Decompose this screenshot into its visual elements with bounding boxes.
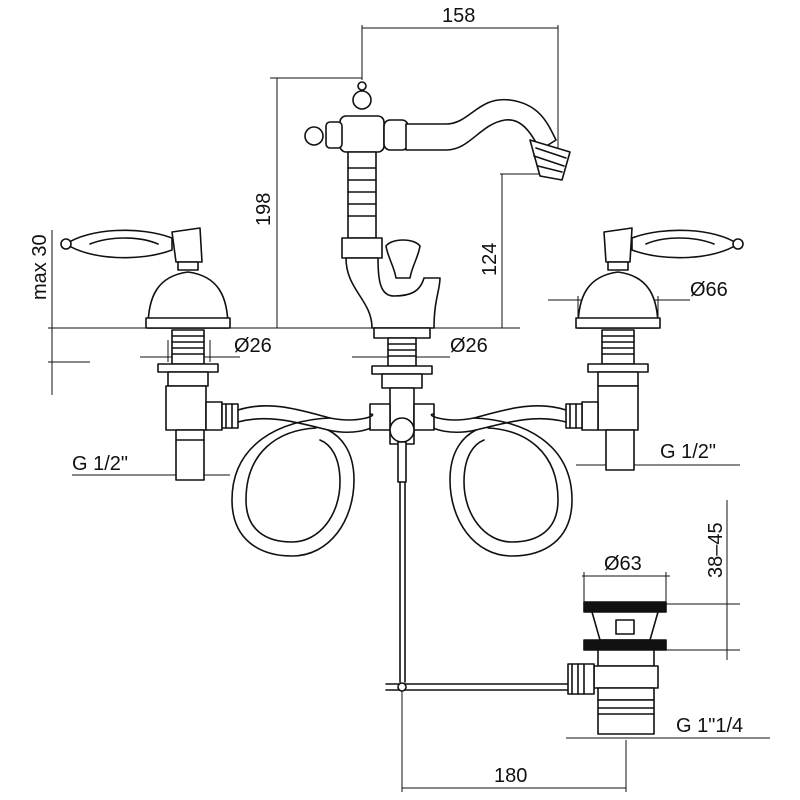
dim-waste-range: 38–45 (705, 522, 727, 578)
dim-spout-reach: 158 (442, 5, 475, 27)
dim-spout-height: 124 (479, 243, 501, 276)
right-handle (565, 227, 744, 471)
dim-handle-max: max 30 (29, 234, 51, 300)
center-connection (369, 327, 571, 692)
left-handle (60, 227, 239, 481)
dimension-labels: 158 198 124 max 30 Ø26 Ø26 Ø66 G 1/2" G … (29, 5, 743, 787)
dim-overall-height: 198 (253, 193, 275, 226)
dim-rosette: Ø66 (690, 279, 728, 301)
pop-up-waste (567, 601, 667, 735)
flexible-hoses (231, 405, 573, 557)
spout-body (304, 81, 571, 329)
dim-waste-offset: 180 (494, 765, 527, 787)
dim-waste-diameter: Ø63 (604, 553, 642, 575)
dim-hole-center: Ø26 (450, 335, 488, 357)
dim-hole-left: Ø26 (234, 335, 272, 357)
dim-thread-right: G 1/2" (660, 441, 716, 463)
dim-thread-left: G 1/2" (72, 453, 128, 475)
dim-waste-thread: G 1"1/4 (676, 715, 743, 737)
